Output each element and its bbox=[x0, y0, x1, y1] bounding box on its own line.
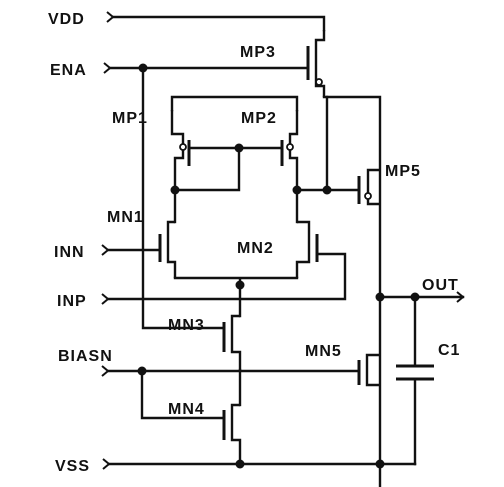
mp3-drain-net bbox=[322, 95, 382, 487]
transistor-mn5 bbox=[357, 353, 380, 387]
capacitor-c1 bbox=[396, 295, 434, 466]
vss-rail bbox=[102, 458, 417, 470]
mp5-label: MP5 bbox=[385, 163, 421, 180]
inn-net bbox=[101, 244, 162, 256]
c1-label: C1 bbox=[438, 342, 460, 359]
ena-net bbox=[103, 62, 308, 330]
mp2-label: MP2 bbox=[241, 110, 277, 127]
junction-dots bbox=[137, 63, 420, 469]
transistor-mp2 bbox=[280, 110, 299, 190]
mn5-label: MN5 bbox=[305, 343, 342, 360]
transistor-mp5 bbox=[357, 168, 380, 206]
out-net bbox=[378, 291, 465, 303]
mn2-label: MN2 bbox=[237, 240, 274, 257]
mp1-label: MP1 bbox=[112, 110, 148, 127]
inp-label: INP bbox=[57, 293, 87, 310]
ena-label: ENA bbox=[50, 62, 87, 79]
inp-net bbox=[101, 252, 347, 305]
biasn-label: BIASN bbox=[58, 348, 113, 365]
mn3-label: MN3 bbox=[168, 317, 205, 334]
biasn-net bbox=[101, 365, 360, 420]
mn1-label: MN1 bbox=[107, 209, 144, 226]
out-label: OUT bbox=[422, 277, 459, 294]
transistor-mn1 bbox=[158, 220, 177, 278]
transistor-mp1 bbox=[170, 110, 191, 190]
transistor-mn4 bbox=[222, 403, 242, 464]
mn4-label: MN4 bbox=[168, 401, 205, 418]
vdd-label: VDD bbox=[48, 11, 85, 28]
transistor-mn3 bbox=[222, 314, 242, 370]
mp-source-node bbox=[170, 95, 299, 112]
inn-label: INN bbox=[54, 244, 85, 261]
mirror-gate-net bbox=[173, 146, 284, 192]
transistor-mp3 bbox=[306, 30, 326, 97]
vss-label: VSS bbox=[55, 458, 90, 475]
mp2-drain-to-mp5-gate bbox=[295, 95, 361, 192]
mp3-label: MP3 bbox=[240, 44, 276, 61]
transistor-mn2 bbox=[295, 220, 319, 278]
vdd-rail bbox=[106, 11, 326, 32]
